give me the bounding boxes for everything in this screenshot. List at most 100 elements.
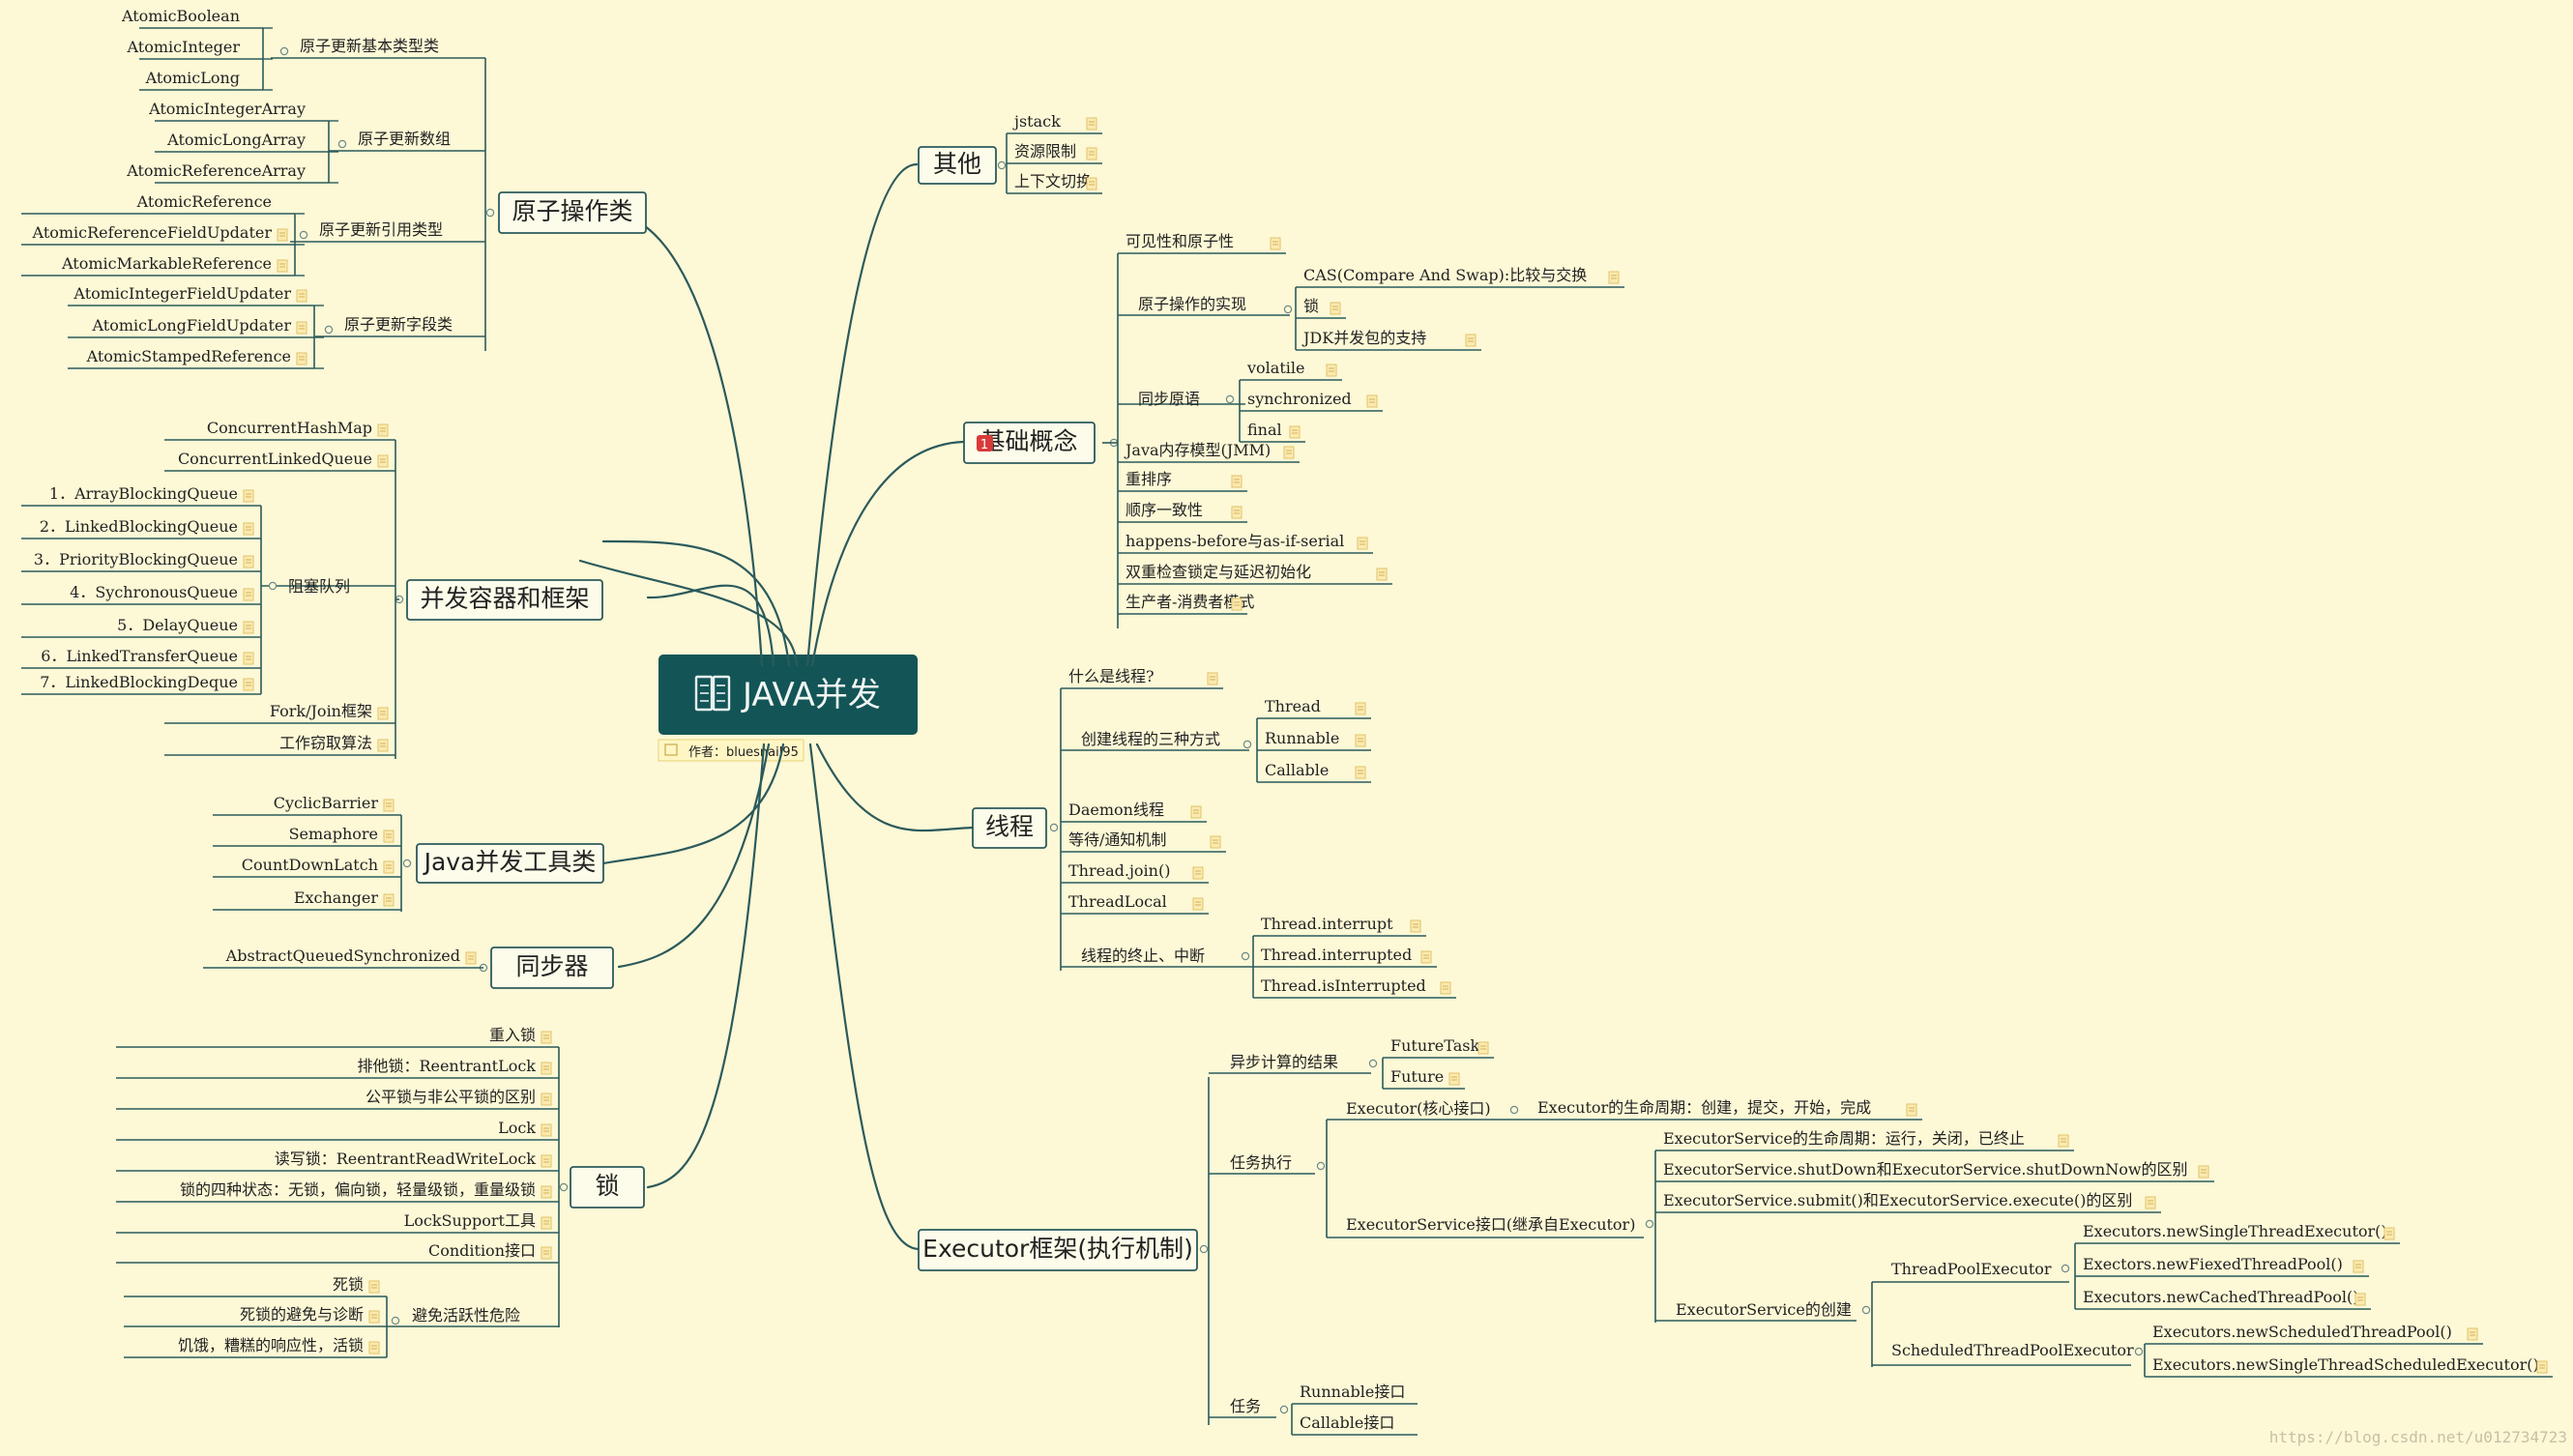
leaf-create-thread[interactable]: Callable: [1257, 761, 1371, 783]
leaf-blocking-queue[interactable]: 4．SychronousQueue: [21, 583, 261, 605]
leaf-async-result[interactable]: FutureTask: [1383, 1036, 1494, 1059]
leaf-thread-interrupt[interactable]: Thread.isInterrupted: [1253, 976, 1456, 999]
leaf-blocking-queue[interactable]: 3．PriorityBlockingQueue: [21, 550, 261, 572]
collapse-toggle-icon[interactable]: [559, 1182, 569, 1192]
collapse-toggle-icon[interactable]: [268, 581, 278, 591]
group-1-atomic[interactable]: 原子更新数组: [358, 130, 451, 148]
leaf-executor-service[interactable]: ExecutorService.submit()和ExecutorService…: [1655, 1191, 2161, 1213]
leaf-lock[interactable]: 读写锁：ReentrantReadWriteLock: [116, 1150, 559, 1172]
collapse-toggle-icon[interactable]: [1283, 305, 1293, 314]
leaf-basic[interactable]: happens-before与as-if-serial: [1118, 532, 1373, 554]
collapse-toggle-icon[interactable]: [299, 230, 308, 240]
leaf-lock[interactable]: Condition接口: [116, 1241, 559, 1264]
leaf-basic[interactable]: Java内存模型(JMM): [1118, 441, 1300, 463]
group-sync-primitives[interactable]: 同步原语: [1138, 390, 1200, 408]
group-blocking-queue[interactable]: 阻塞队列: [288, 577, 350, 596]
leaf-other[interactable]: 上下文切换: [1007, 172, 1102, 194]
collapse-toggle-icon[interactable]: [485, 208, 495, 218]
leaf-blocking-queue[interactable]: 6．LinkedTransferQueue: [21, 647, 261, 669]
leaf-thread[interactable]: 等待/通知机制: [1061, 830, 1226, 853]
leaf-basic[interactable]: 重排序: [1118, 470, 1247, 492]
collapse-toggle-icon[interactable]: [279, 46, 289, 56]
leaf-atomic-impl[interactable]: 锁: [1296, 297, 1346, 319]
group-thread-interrupt[interactable]: 线程的终止、中断: [1081, 946, 1205, 965]
leaf-atomic[interactable]: AtomicIntegerFieldUpdater: [68, 284, 314, 306]
leaf-atomic[interactable]: AtomicLongFieldUpdater: [68, 316, 314, 338]
collapse-toggle-icon[interactable]: [1316, 1161, 1326, 1171]
leaf-container[interactable]: ConcurrentLinkedQueue: [164, 450, 395, 472]
leaf-scheduled-factory[interactable]: Executors.newScheduledThreadPool(): [2145, 1323, 2483, 1345]
group-avoid-liveness[interactable]: 避免活跃性危险: [412, 1306, 520, 1325]
leaf-thread[interactable]: Daemon线程: [1061, 801, 1207, 823]
leaf-task[interactable]: Runnable接口: [1292, 1383, 1418, 1405]
leaf-liveness[interactable]: 死锁的避免与诊断: [124, 1305, 387, 1327]
leaf-blocking-queue[interactable]: 7．LinkedBlockingDeque: [21, 673, 261, 695]
branch-basic-concepts[interactable]: 基础概念: [963, 422, 1096, 464]
collapse-toggle-icon[interactable]: [337, 139, 347, 149]
leaf-basic[interactable]: 生产者-消费者模式: [1118, 593, 1254, 615]
leaf-thread-interrupt[interactable]: Thread.interrupt: [1253, 915, 1426, 937]
leaf-tool[interactable]: Exchanger: [213, 888, 401, 911]
leaf-synchronizer[interactable]: AbstractQueuedSynchronized: [203, 946, 483, 969]
leaf-create-thread[interactable]: Thread: [1257, 697, 1371, 719]
branch-thread[interactable]: 线程: [972, 807, 1047, 849]
leaf-atomic-impl[interactable]: CAS(Compare And Swap):比较与交换: [1296, 266, 1624, 288]
leaf-sync-primitive[interactable]: synchronized: [1240, 390, 1383, 412]
collapse-toggle-icon[interactable]: [997, 160, 1007, 170]
collapse-toggle-icon[interactable]: [324, 325, 334, 335]
collapse-toggle-icon[interactable]: [1368, 1059, 1378, 1068]
leaf-other[interactable]: jstack: [1007, 112, 1102, 134]
leaf-lock[interactable]: 锁的四种状态：无锁，偏向锁，轻量级锁，重量级锁: [116, 1180, 559, 1203]
leaf-other[interactable]: 资源限制: [1007, 142, 1102, 164]
leaf-basic[interactable]: 顺序一致性: [1118, 501, 1247, 523]
executor-service-creation[interactable]: ExecutorService的创建: [1676, 1300, 1852, 1319]
branch-synchronizer[interactable]: 同步器: [490, 946, 614, 989]
leaf-executor-lifecycle[interactable]: Executor的生命周期：创建，提交，开始，完成: [1530, 1098, 1922, 1121]
leaf-thread-pool-factory[interactable]: Exectors.newFiexedThreadPool(): [2075, 1255, 2369, 1277]
root-topic[interactable]: JAVA并发: [658, 655, 918, 735]
branch-concurrency-tools[interactable]: Java并发工具类: [416, 843, 604, 884]
leaf-blocking-queue[interactable]: 1．ArrayBlockingQueue: [21, 484, 261, 507]
leaf-basic[interactable]: 双重检查锁定与延迟初始化: [1118, 563, 1392, 585]
leaf-atomic[interactable]: AtomicStampedReference: [68, 347, 314, 369]
group-3-atomic[interactable]: 原子更新字段类: [344, 315, 453, 334]
leaf-executor-service[interactable]: ExecutorService.shutDown和ExecutorService…: [1655, 1160, 2214, 1182]
collapse-toggle-icon[interactable]: [391, 1316, 400, 1325]
collapse-toggle-icon[interactable]: [1225, 394, 1235, 404]
leaf-sync-primitive[interactable]: volatile: [1240, 359, 1342, 381]
pool-thread-pool-executor[interactable]: ThreadPoolExecutor: [1891, 1260, 2052, 1278]
branch-atomic-classes[interactable]: 原子操作类: [498, 191, 647, 234]
leaf-thread-interrupt[interactable]: Thread.interrupted: [1253, 946, 1437, 968]
leaf-lock[interactable]: Lock: [116, 1119, 559, 1141]
leaf-thread[interactable]: ThreadLocal: [1061, 892, 1209, 915]
leaf-thread-pool-factory[interactable]: Executors.newCachedThreadPool(): [2075, 1288, 2371, 1310]
branch-executor-framework[interactable]: Executor框架(执行机制): [918, 1229, 1198, 1271]
collapse-toggle-icon[interactable]: [2061, 1264, 2070, 1273]
collapse-toggle-icon[interactable]: [1645, 1219, 1654, 1229]
collapse-toggle-icon[interactable]: [1279, 1405, 1289, 1414]
leaf-lock[interactable]: LockSupport工具: [116, 1211, 559, 1234]
leaf-atomic[interactable]: AtomicMarkableReference: [21, 254, 295, 277]
collapse-toggle-icon[interactable]: [1509, 1105, 1519, 1115]
leaf-atomic[interactable]: AtomicLongArray: [155, 131, 329, 153]
leaf-blocking-queue[interactable]: 2．LinkedBlockingQueue: [21, 517, 261, 539]
leaf-lock[interactable]: 重入锁: [116, 1026, 559, 1048]
group-atomic-implementation[interactable]: 原子操作的实现: [1138, 295, 1246, 313]
leaf-atomic-impl[interactable]: JDK并发包的支持: [1296, 329, 1481, 351]
collapse-toggle-icon[interactable]: [1049, 823, 1059, 832]
leaf-atomic[interactable]: AtomicReference: [21, 192, 295, 215]
leaf-atomic[interactable]: AtomicReferenceFieldUpdater: [21, 223, 295, 246]
group-create-thread[interactable]: 创建线程的三种方式: [1081, 730, 1220, 748]
leaf-basic[interactable]: 可见性和原子性: [1118, 232, 1286, 254]
leaf-container[interactable]: 工作窃取算法: [164, 734, 395, 756]
collapse-toggle-icon[interactable]: [1241, 951, 1250, 961]
leaf-async-result[interactable]: Future: [1383, 1067, 1465, 1090]
pool-scheduled-executor[interactable]: ScheduledThreadPoolExecutor: [1891, 1341, 2134, 1359]
leaf-atomic[interactable]: AtomicIntegerArray: [148, 100, 329, 122]
branch-other[interactable]: 其他: [918, 146, 997, 185]
collapse-toggle-icon[interactable]: [2134, 1347, 2144, 1356]
executor-core-interface[interactable]: Executor(核心接口): [1346, 1099, 1491, 1118]
leaf-thread-pool-factory[interactable]: Executors.newSingleThreadExecutor(): [2075, 1222, 2400, 1244]
leaf-container[interactable]: ConcurrentHashMap: [164, 419, 395, 441]
leaf-task[interactable]: Callable接口: [1292, 1413, 1418, 1436]
